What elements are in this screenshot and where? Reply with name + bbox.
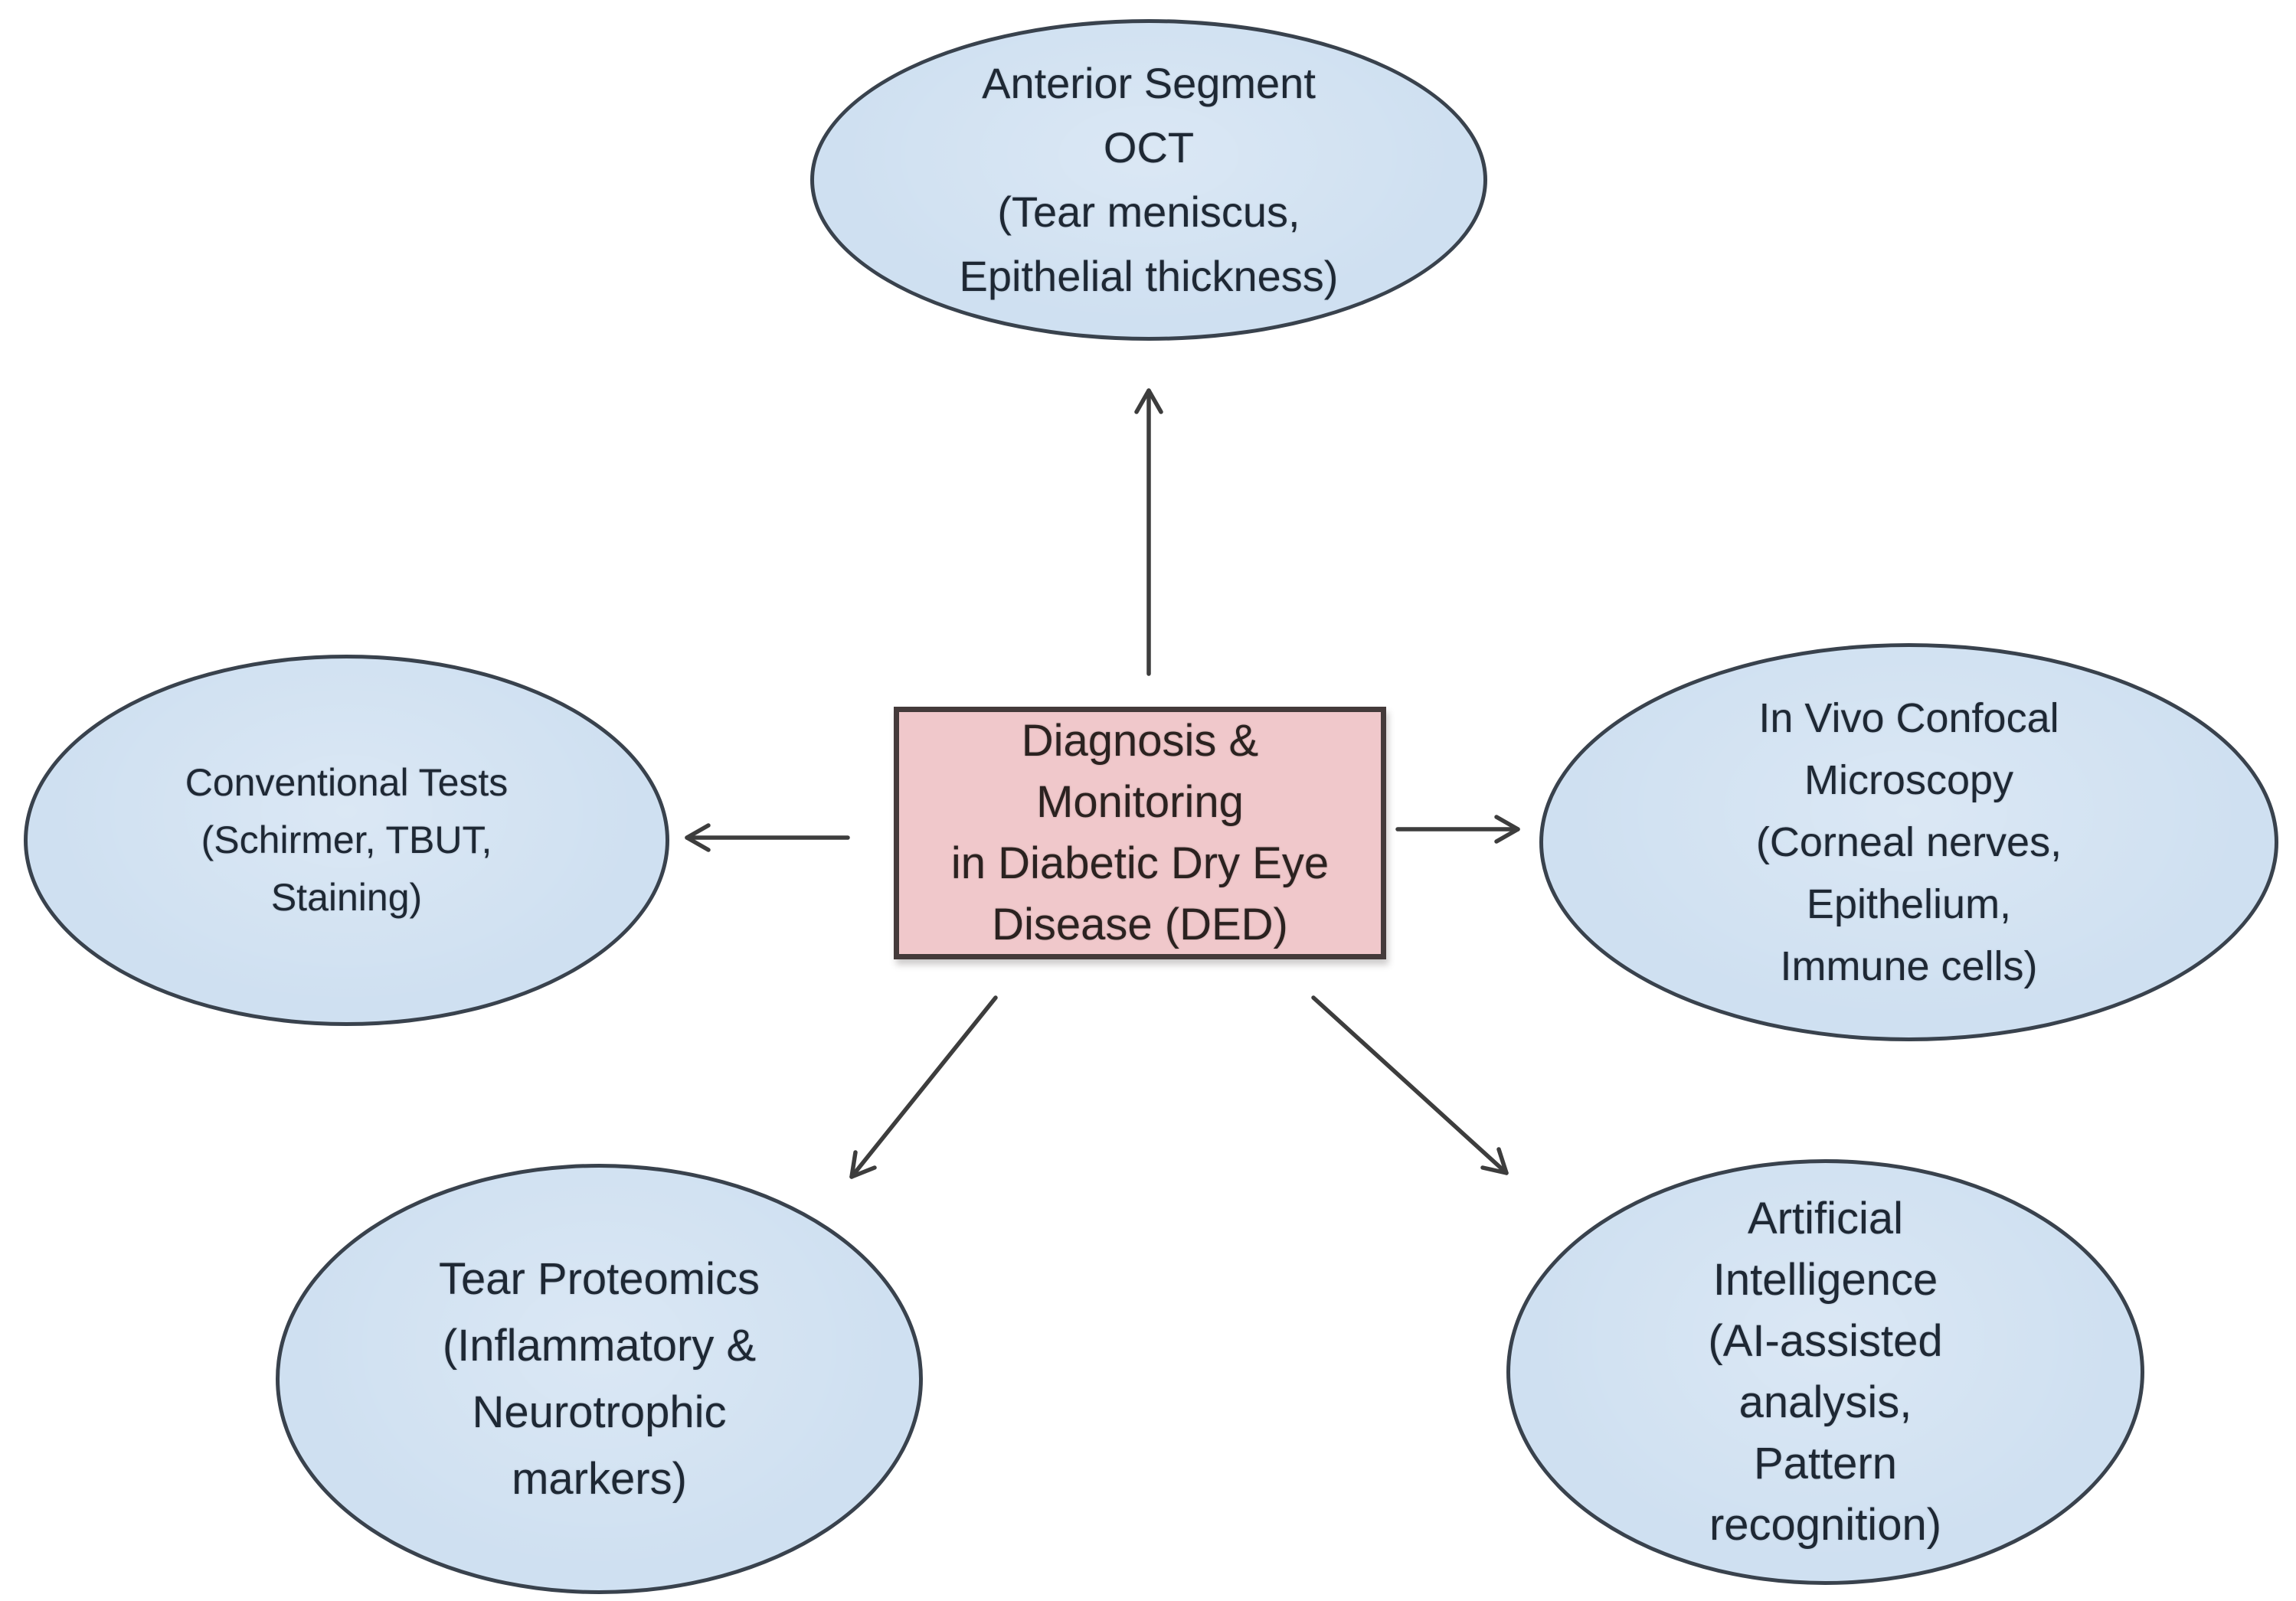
node-line: In Vivo Confocal: [1758, 694, 2059, 741]
node-line: (Tear meniscus,: [997, 188, 1300, 236]
node-line: Tear Proteomics: [438, 1254, 760, 1304]
node-line: Epithelium,: [1806, 881, 2012, 927]
central-topic-line: Diagnosis &: [1021, 715, 1259, 766]
node-line: Staining): [270, 876, 423, 919]
node-line: (AI-assisted: [1708, 1315, 1943, 1366]
node-artificial-intelligence: Artificial Intelligence (AI-assisted ana…: [1506, 1159, 2144, 1585]
central-topic-line: Disease (DED): [992, 900, 1288, 950]
arrow-down-right-icon: [1311, 995, 1509, 1175]
node-line: recognition): [1709, 1500, 1942, 1550]
node-in-vivo-confocal-microscopy: In Vivo Confocal Microscopy (Corneal ner…: [1539, 643, 2278, 1041]
node-line: Conventional Tests: [185, 761, 509, 804]
central-topic-box: Diagnosis & Monitoring in Diabetic Dry E…: [894, 707, 1386, 959]
arrow-left-icon: [685, 823, 850, 852]
node-line: Epithelial thickness): [959, 252, 1339, 300]
node-tear-proteomics: Tear Proteomics (Inflammatory & Neurotro…: [276, 1164, 923, 1594]
arrow-right-icon: [1395, 815, 1520, 844]
central-topic-line: Monitoring: [1036, 776, 1244, 827]
node-line: Anterior Segment: [982, 59, 1316, 107]
node-conventional-tests: Conventional Tests (Schirmer, TBUT, Stai…: [24, 655, 669, 1026]
node-line: analysis,: [1738, 1377, 1912, 1427]
node-line: (Schirmer, TBUT,: [201, 818, 492, 861]
node-line: Artificial: [1747, 1193, 1904, 1243]
node-line: (Inflammatory &: [442, 1321, 757, 1371]
node-line: OCT: [1103, 123, 1195, 172]
node-line: Neurotrophic: [472, 1387, 727, 1437]
node-line: markers): [512, 1454, 687, 1504]
node-line: Pattern: [1754, 1439, 1897, 1489]
node-anterior-segment-oct: Anterior Segment OCT (Tear meniscus, Epi…: [810, 19, 1487, 341]
node-line: Microscopy: [1804, 756, 2014, 803]
central-topic-line: in Diabetic Dry Eye: [950, 838, 1330, 888]
node-line: Immune cells): [1780, 943, 2038, 989]
arrow-up-icon: [1134, 388, 1163, 676]
arrow-down-left-icon: [849, 995, 998, 1179]
node-line: Intelligence: [1712, 1254, 1938, 1305]
node-line: (Corneal nerves,: [1755, 818, 2062, 865]
